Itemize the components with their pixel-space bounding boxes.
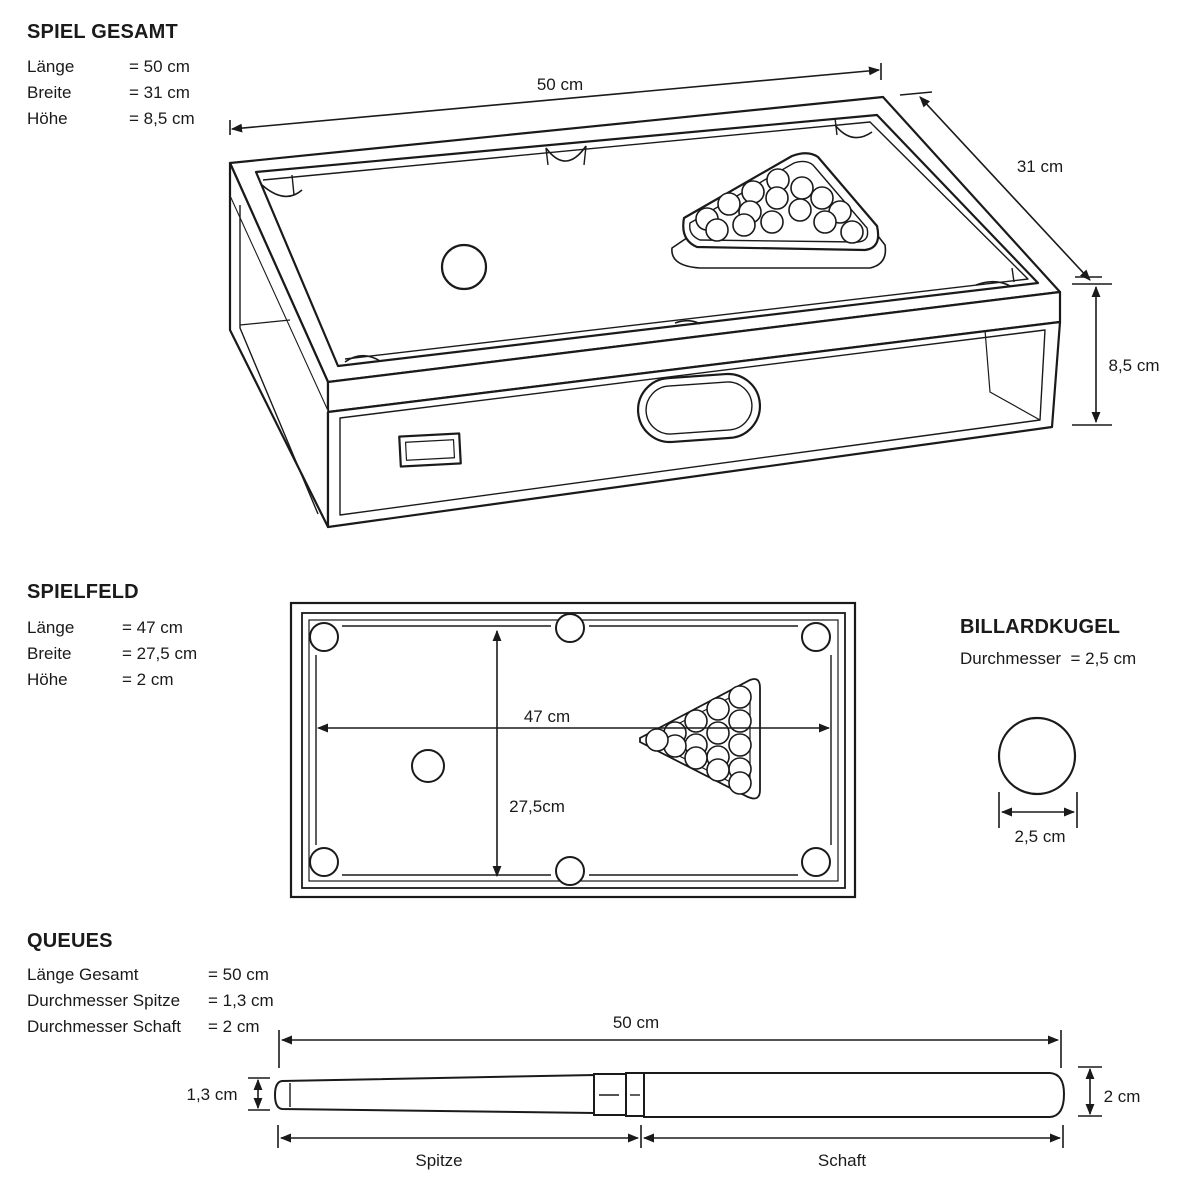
dim-tip-diameter [248,1077,270,1111]
spec-value: = 2 cm [122,670,174,689]
dim-label-width-spielfeld: 27,5cm [509,797,565,816]
rack-balls-3d [695,168,864,244]
heading-spiel-gesamt: SPIEL GESAMT [27,21,178,43]
dim-label-ball-diameter: 2,5 cm [1014,827,1065,846]
spec-label: Breite [27,644,72,663]
dim-butt-diameter [1078,1066,1102,1117]
heading-billardkugel: BILLARDKUGEL [960,616,1121,638]
dim-segments-queue [277,1125,1064,1148]
dim-label-length-spielfeld: 47 cm [524,707,570,726]
dim-width-gesamt [899,91,1102,281]
spec-value: = 50 cm [208,965,269,984]
spec-value: = 8,5 cm [129,109,195,128]
spec-label: Länge [27,57,75,76]
dim-label-length-queue: 50 cm [613,1013,659,1032]
dim-label-width-gesamt: 31 cm [1017,157,1063,176]
dim-label-length-gesamt: 50 cm [537,75,583,94]
spec-label: Länge [27,618,75,637]
label-backdrop [510,707,586,723]
heading-queues: QUEUES [27,930,113,952]
spec-label: Höhe [27,670,68,689]
spec-list-gesamt: Länge = 50 cm Breite = 31 cm Höhe = 8,5 cm [27,54,227,132]
spec-value: = 2 cm [208,1017,260,1036]
spec-label: Breite [27,83,72,102]
spec-row: Höhe = 8,5 cm [27,106,227,132]
spec-value: = 1,3 cm [208,991,274,1010]
dim-ball-diameter [998,792,1078,828]
dim-height-gesamt [1072,283,1112,426]
spec-list-spielfeld: Länge = 47 cm Breite = 27,5 cm Höhe = 2 cm [27,615,227,693]
label-schaft: Schaft [818,1151,866,1170]
spec-label: Durchmesser Spitze [27,991,181,1010]
heading-spielfeld: SPIELFELD [27,581,139,603]
spec-list-queues: Länge Gesamt = 50 cm Durchmesser Spitze = … [27,962,287,1040]
spec-row: Breite = 31 cm [27,80,227,106]
spec-billardkugel: Durchmesser = 2,5 cm [960,649,1137,668]
dim-label-tip-diameter: 1,3 cm [186,1085,237,1104]
table-3d-view [228,95,1062,529]
dim-label-butt-diameter: 2 cm [1104,1087,1141,1106]
spec-value: = 27,5 cm [122,644,198,663]
label-spitze: Spitze [415,1151,462,1170]
pockets-top-view [309,613,831,886]
spec-label: Durchmesser Schaft [27,1017,181,1036]
spec-label: Länge Gesamt [27,965,139,984]
spec-value: = 47 cm [122,618,183,637]
dim-length-queue [278,1030,1062,1068]
table-top-view [289,601,857,899]
cue-stick [273,1072,1066,1118]
spec-label: Höhe [27,109,68,128]
spec-row: Durchmesser Schaft = 2 cm [27,1014,287,1040]
spec-row: Durchmesser Spitze = 1,3 cm [27,988,287,1014]
ball-diagram [997,716,1077,796]
cue-ball-top-view [411,749,445,783]
spec-row: Länge = 50 cm [27,54,227,80]
spec-row: Länge = 47 cm [27,615,227,641]
spec-row: Breite = 27,5 cm [27,641,227,667]
spec-value: = 31 cm [129,83,190,102]
spec-row: Länge Gesamt = 50 cm [27,962,287,988]
dim-length-gesamt [229,63,882,135]
spec-value: = 50 cm [129,57,190,76]
spec-row: Höhe = 2 cm [27,667,227,693]
dim-label-height-gesamt: 8,5 cm [1108,356,1159,375]
